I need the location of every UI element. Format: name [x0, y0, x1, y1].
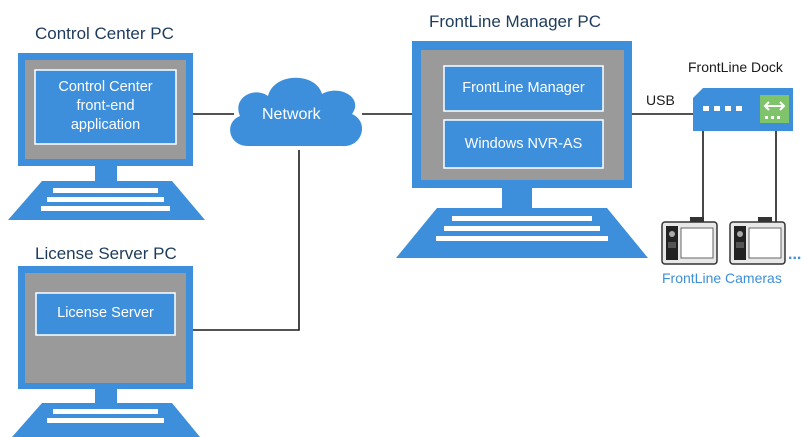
network-label: Network — [262, 106, 321, 123]
license-server-app-label: License Server — [57, 305, 154, 321]
usb-label: USB — [646, 92, 675, 108]
frontline-manager-pc-title: FrontLine Manager PC — [429, 12, 601, 31]
control-center-app-line2: front-end — [76, 98, 135, 114]
license-server-computer-icon — [12, 266, 200, 437]
frontline-manager-app-label: FrontLine Manager — [462, 80, 585, 96]
control-center-app-line1: Control Center — [58, 79, 153, 95]
more-cameras-ellipsis: ... — [788, 246, 802, 263]
control-center-app-label: Control Center front-end application — [35, 78, 176, 135]
line-network-to-license-server — [193, 150, 300, 331]
frontline-dock-title: FrontLine Dock — [688, 59, 783, 75]
control-center-app-line3: application — [70, 117, 141, 133]
license-server-pc-title: License Server PC — [35, 244, 177, 263]
connection-lines — [193, 113, 777, 331]
dock-icon — [693, 88, 793, 131]
windows-nvr-as-app-label: Windows NVR-AS — [464, 136, 583, 152]
camera-icon — [661, 217, 718, 265]
cloud-icon — [230, 77, 363, 147]
control-center-pc-title: Control Center PC — [35, 24, 174, 43]
camera-icon — [729, 217, 786, 265]
control-center-computer-icon — [8, 53, 205, 220]
frontline-cameras-label: FrontLine Cameras — [662, 270, 782, 286]
frontline-manager-computer-icon — [396, 41, 648, 258]
